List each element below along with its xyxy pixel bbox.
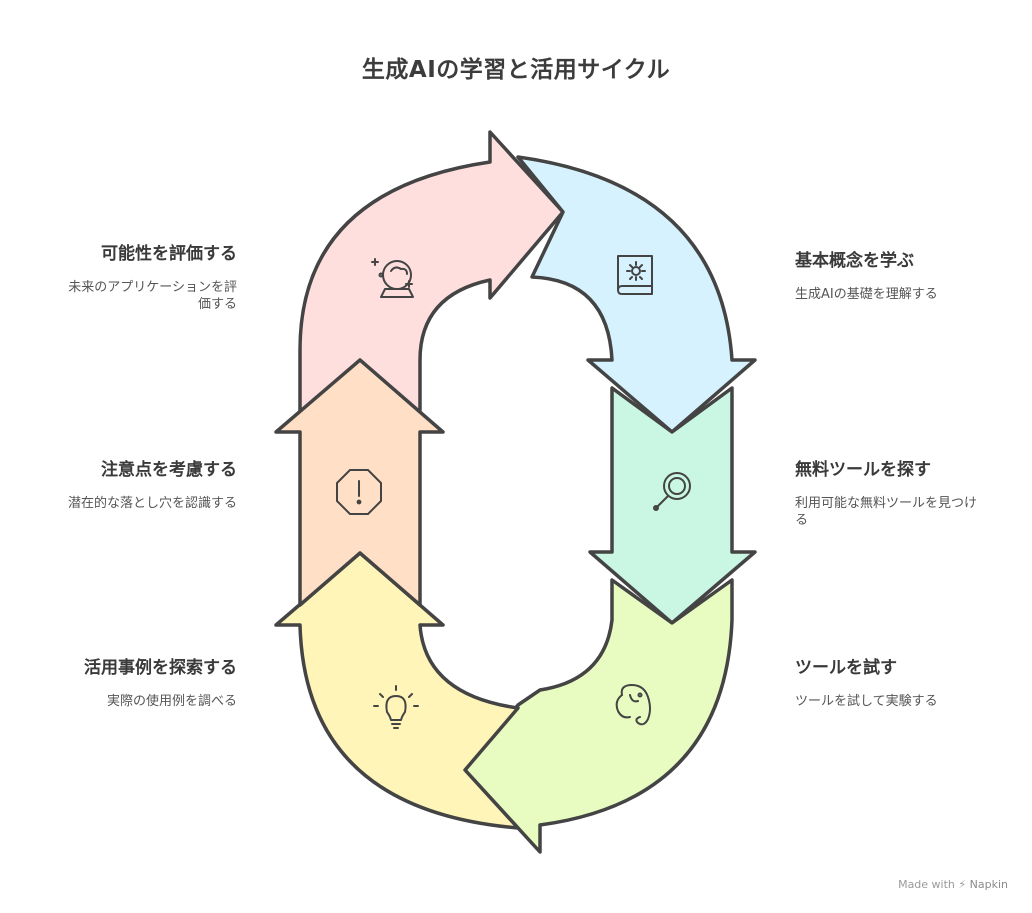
lightbulb-icon bbox=[373, 685, 419, 729]
step-desc: 生成AIの基礎を理解する bbox=[795, 287, 938, 302]
step-desc: 潜在的な落とし穴を認識する bbox=[67, 496, 237, 511]
footer-made-with: Made with bbox=[898, 878, 955, 891]
step-desc: 未来のアプリケーションを評価する bbox=[68, 280, 237, 312]
step-title: 注意点を考慮する bbox=[101, 460, 237, 480]
napkin-logo-icon: ⚡ bbox=[958, 878, 967, 891]
magnifier-icon bbox=[653, 472, 691, 511]
step-title: 無料ツールを探す bbox=[795, 460, 931, 480]
step-desc: 実際の使用例を調べる bbox=[106, 694, 237, 709]
label-explore-cases: 活用事例を探索する 実際の使用例を調べる bbox=[17, 657, 237, 710]
label-cautions: 注意点を考慮する 潜在的な落とし穴を認識する bbox=[17, 459, 237, 512]
warning-octagon-icon bbox=[336, 469, 382, 515]
step-title: 活用事例を探索する bbox=[84, 658, 237, 678]
label-evaluate: 可能性を評価する 未来のアプリケーションを評価する bbox=[17, 243, 237, 313]
footer-credit[interactable]: Made with ⚡ Napkin bbox=[898, 878, 1008, 891]
label-try-tools: ツールを試す ツールを試して実験する bbox=[795, 657, 1005, 710]
segment-find-tools bbox=[588, 386, 757, 625]
step-title: 可能性を評価する bbox=[101, 244, 237, 264]
page-title: 生成AIの学習と活用サイクル bbox=[361, 57, 671, 83]
step-desc: 利用可能な無料ツールを見つける bbox=[795, 496, 978, 528]
label-find-tools: 無料ツールを探す 利用可能な無料ツールを見つける bbox=[795, 459, 980, 529]
segment-evaluate bbox=[298, 130, 565, 412]
step-desc: ツールを試して実験する bbox=[795, 694, 938, 709]
segment-explore-cases bbox=[274, 551, 520, 830]
footer-brand: Napkin bbox=[969, 878, 1008, 891]
book-gear-icon bbox=[617, 255, 653, 295]
elephant-icon bbox=[615, 684, 651, 726]
segment-try-tools bbox=[463, 578, 734, 854]
step-title: 基本概念を学ぶ bbox=[795, 251, 914, 271]
label-learn: 基本概念を学ぶ 生成AIの基礎を理解する bbox=[795, 250, 1005, 303]
crystal-ball-icon bbox=[371, 258, 414, 298]
step-title: ツールを試す bbox=[795, 658, 897, 678]
